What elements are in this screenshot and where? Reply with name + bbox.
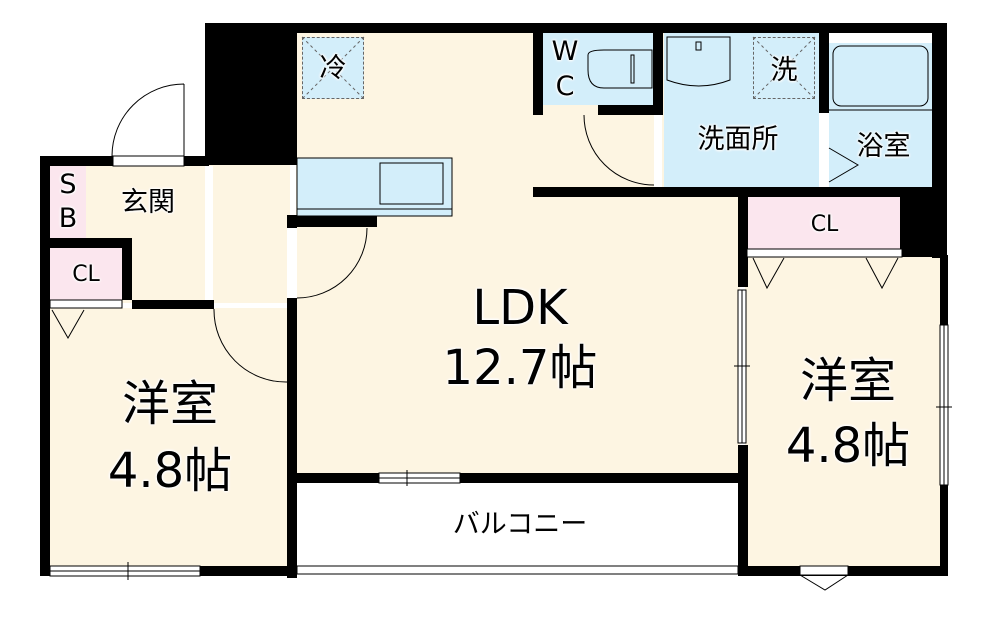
- toilet-label-c: C: [555, 71, 575, 102]
- shoe-box-label-b: B: [58, 203, 78, 234]
- western-room-left-floor: [50, 308, 287, 568]
- western-room-left-size: 4.8帖: [107, 443, 233, 499]
- western-room-right-name: 洋室: [799, 353, 896, 409]
- bathroom-label: 浴室: [856, 131, 911, 162]
- closet-right-label: CL: [810, 212, 839, 237]
- bathroom-floor: [829, 43, 932, 187]
- closet-left-label: CL: [72, 262, 100, 287]
- western-room-right-floor: [745, 255, 945, 573]
- closet-left: [50, 248, 122, 300]
- ldk-size: 12.7帖: [442, 340, 598, 396]
- washer-label: 洗: [770, 55, 798, 86]
- shoe-box-label-s: S: [59, 169, 77, 200]
- shoe-box: [50, 166, 86, 238]
- western-room-right-size: 4.8帖: [785, 418, 911, 474]
- balcony-label: バルコニー: [452, 509, 588, 540]
- ldk-name: LDK: [472, 280, 568, 336]
- entrance-label: 玄関: [121, 187, 175, 218]
- closet-right: [747, 197, 902, 249]
- western-room-left-name: 洋室: [121, 376, 218, 432]
- toilet-label-w: W: [551, 36, 579, 67]
- fridge-label: 冷: [319, 53, 347, 84]
- washroom-label: 洗面所: [697, 124, 779, 155]
